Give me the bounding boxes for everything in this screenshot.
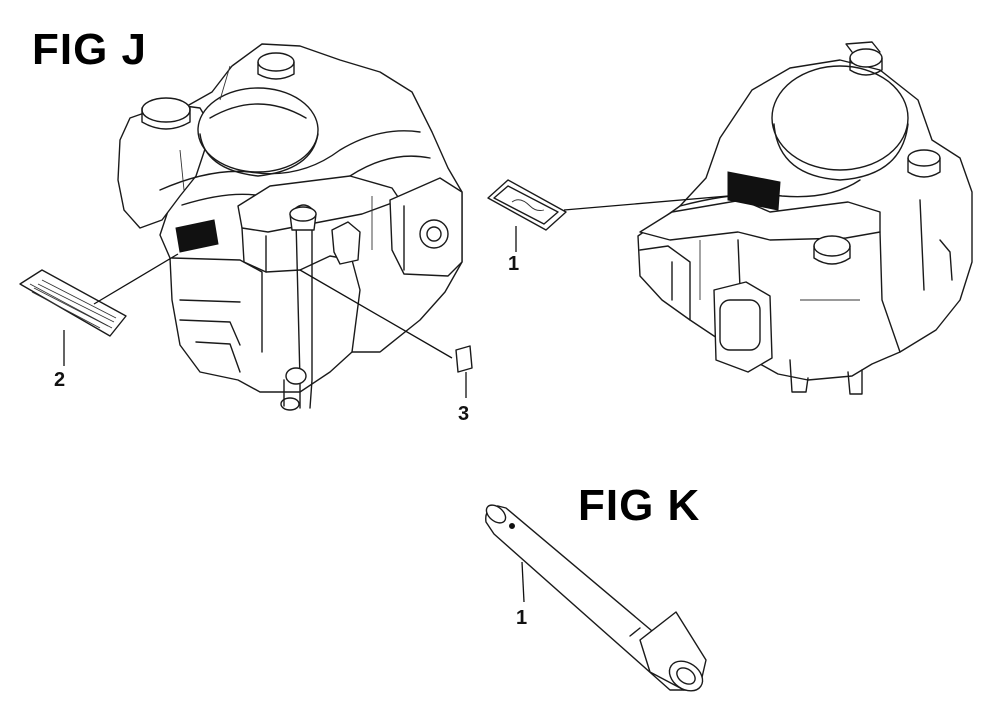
- spark-plug-wrench-part: [485, 504, 707, 692]
- leader-lines: [63, 195, 729, 603]
- leader-2: [93, 253, 179, 305]
- engine-right-drawing: [637, 41, 973, 395]
- leader-3: [299, 269, 453, 359]
- engine-left-drawing: [117, 43, 463, 411]
- callout-1-fig-j: 1: [508, 253, 519, 275]
- callout-1-fig-k: 1: [516, 607, 527, 629]
- leader-callout-1-fig-k: [521, 561, 525, 603]
- small-decal-part: [455, 345, 473, 373]
- label-decal-part: [19, 269, 127, 337]
- emblem-plate-part: [487, 179, 567, 231]
- callout-2: 2: [54, 369, 65, 391]
- fig-j-title: FIG J: [32, 25, 148, 74]
- callout-3: 3: [458, 403, 469, 425]
- leader-1-fig-j: [563, 195, 729, 211]
- fig-k-title: FIG K: [578, 481, 701, 530]
